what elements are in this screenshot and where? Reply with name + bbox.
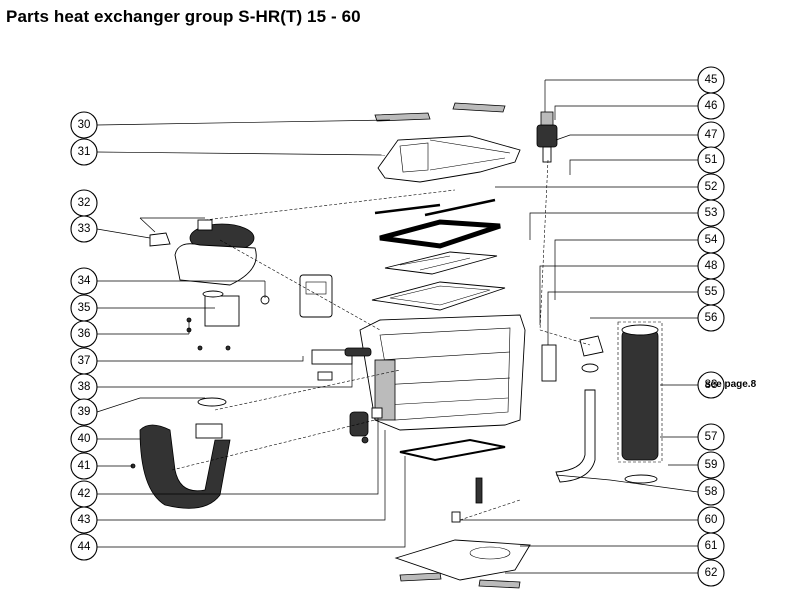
- callout-label: 55: [705, 286, 718, 298]
- callout-46[interactable]: 46: [697, 92, 725, 120]
- callout-53[interactable]: 53: [697, 199, 725, 227]
- page-title: Parts heat exchanger group S-HR(T) 15 - …: [6, 7, 361, 26]
- part-heat-exchanger-block: [359, 314, 526, 431]
- callout-label: 58: [705, 486, 718, 498]
- leader-lines: [96, 79, 699, 574]
- part-bottom-rails: [399, 572, 521, 589]
- assembly-lines: [171, 159, 591, 521]
- callout-label: 53: [705, 207, 718, 219]
- callout-label: 31: [78, 146, 91, 158]
- callout-59[interactable]: 59: [697, 451, 725, 479]
- callout-label: 57: [705, 431, 718, 443]
- see-page-note: see page.8: [705, 379, 757, 390]
- callout-45[interactable]: 45: [697, 66, 725, 94]
- part-bottom-gasket: [399, 438, 506, 462]
- callout-label: 30: [78, 119, 91, 131]
- callout-label: 43: [78, 514, 91, 526]
- callout-label: 51: [705, 154, 718, 166]
- callout-60[interactable]: 60: [697, 506, 725, 534]
- callout-37[interactable]: 37: [70, 347, 98, 375]
- callout-32[interactable]: 32: [70, 189, 98, 217]
- callout-38[interactable]: 38: [70, 373, 98, 401]
- callout-40[interactable]: 40: [70, 425, 98, 453]
- callout-label: 47: [705, 129, 718, 141]
- callout-label: 60: [705, 514, 718, 526]
- callout-label: 59: [705, 459, 718, 471]
- part-screws: [130, 317, 231, 469]
- part-connector-block: [311, 347, 372, 381]
- part-seal-strips: [374, 198, 496, 217]
- callout-34[interactable]: 34: [70, 267, 98, 295]
- callout-61[interactable]: 61: [697, 532, 725, 560]
- callout-42[interactable]: 42: [70, 480, 98, 508]
- part-sensor-top: [536, 111, 558, 163]
- part-top-cover: [377, 135, 521, 183]
- callout-label: 39: [78, 406, 91, 418]
- part-top-rails: [374, 102, 506, 122]
- part-gasket-frame: [379, 219, 501, 249]
- callout-36[interactable]: 36: [70, 320, 98, 348]
- callout-31[interactable]: 31: [70, 138, 98, 166]
- callout-label: 35: [78, 302, 91, 314]
- part-side-bracket: [541, 335, 604, 382]
- part-insulation-blocks: [384, 251, 498, 275]
- part-venturi-bracket: [202, 290, 240, 327]
- part-fan-unit: [174, 219, 257, 286]
- callout-label: 45: [705, 74, 718, 86]
- callout-39[interactable]: 39: [70, 398, 98, 426]
- callout-label: 41: [78, 460, 91, 472]
- callout-51[interactable]: 51: [697, 146, 725, 174]
- callout-35[interactable]: 35: [70, 294, 98, 322]
- callout-label: 56: [705, 312, 718, 324]
- part-condensate-cup: [349, 407, 383, 444]
- callout-label: 83: [705, 379, 718, 391]
- callout-label: 52: [705, 181, 718, 193]
- callout-56[interactable]: 56: [697, 304, 725, 332]
- callout-62[interactable]: 62: [697, 559, 725, 587]
- callout-57[interactable]: 57: [697, 423, 725, 451]
- callout-48[interactable]: 48: [697, 252, 725, 280]
- callout-30[interactable]: 30: [70, 111, 98, 139]
- part-siphon-hose: [555, 363, 599, 483]
- part-flue-elbow: [139, 397, 231, 509]
- callout-label: 48: [705, 260, 718, 272]
- callout-58[interactable]: 58: [697, 478, 725, 506]
- callout-label: 37: [78, 355, 91, 367]
- callout-label: 42: [78, 488, 91, 500]
- callout-83[interactable]: 83: [697, 371, 725, 399]
- callout-label: 44: [78, 541, 91, 553]
- callout-label: 32: [78, 197, 91, 209]
- callout-label: 33: [78, 223, 91, 235]
- callout-41[interactable]: 41: [70, 452, 98, 480]
- part-small-bracket: [149, 232, 171, 247]
- callout-52[interactable]: 52: [697, 173, 725, 201]
- callout-54[interactable]: 54: [697, 226, 725, 254]
- part-base-tray: [394, 477, 531, 581]
- callout-label: 36: [78, 328, 91, 340]
- callout-47[interactable]: 47: [697, 121, 725, 149]
- callout-43[interactable]: 43: [70, 506, 98, 534]
- callout-label: 54: [705, 234, 718, 246]
- callout-label: 61: [705, 540, 718, 552]
- callout-label: 40: [78, 433, 91, 445]
- callout-33[interactable]: 33: [70, 215, 98, 243]
- callout-label: 62: [705, 567, 718, 579]
- callout-label: 38: [78, 381, 91, 393]
- part-burner-plate: [371, 281, 506, 311]
- callout-55[interactable]: 55: [697, 278, 725, 306]
- callout-44[interactable]: 44: [70, 533, 98, 561]
- part-flue-tube: [617, 321, 663, 484]
- callout-label: 34: [78, 275, 91, 287]
- callout-label: 46: [705, 100, 718, 112]
- part-gas-valve: [299, 274, 333, 318]
